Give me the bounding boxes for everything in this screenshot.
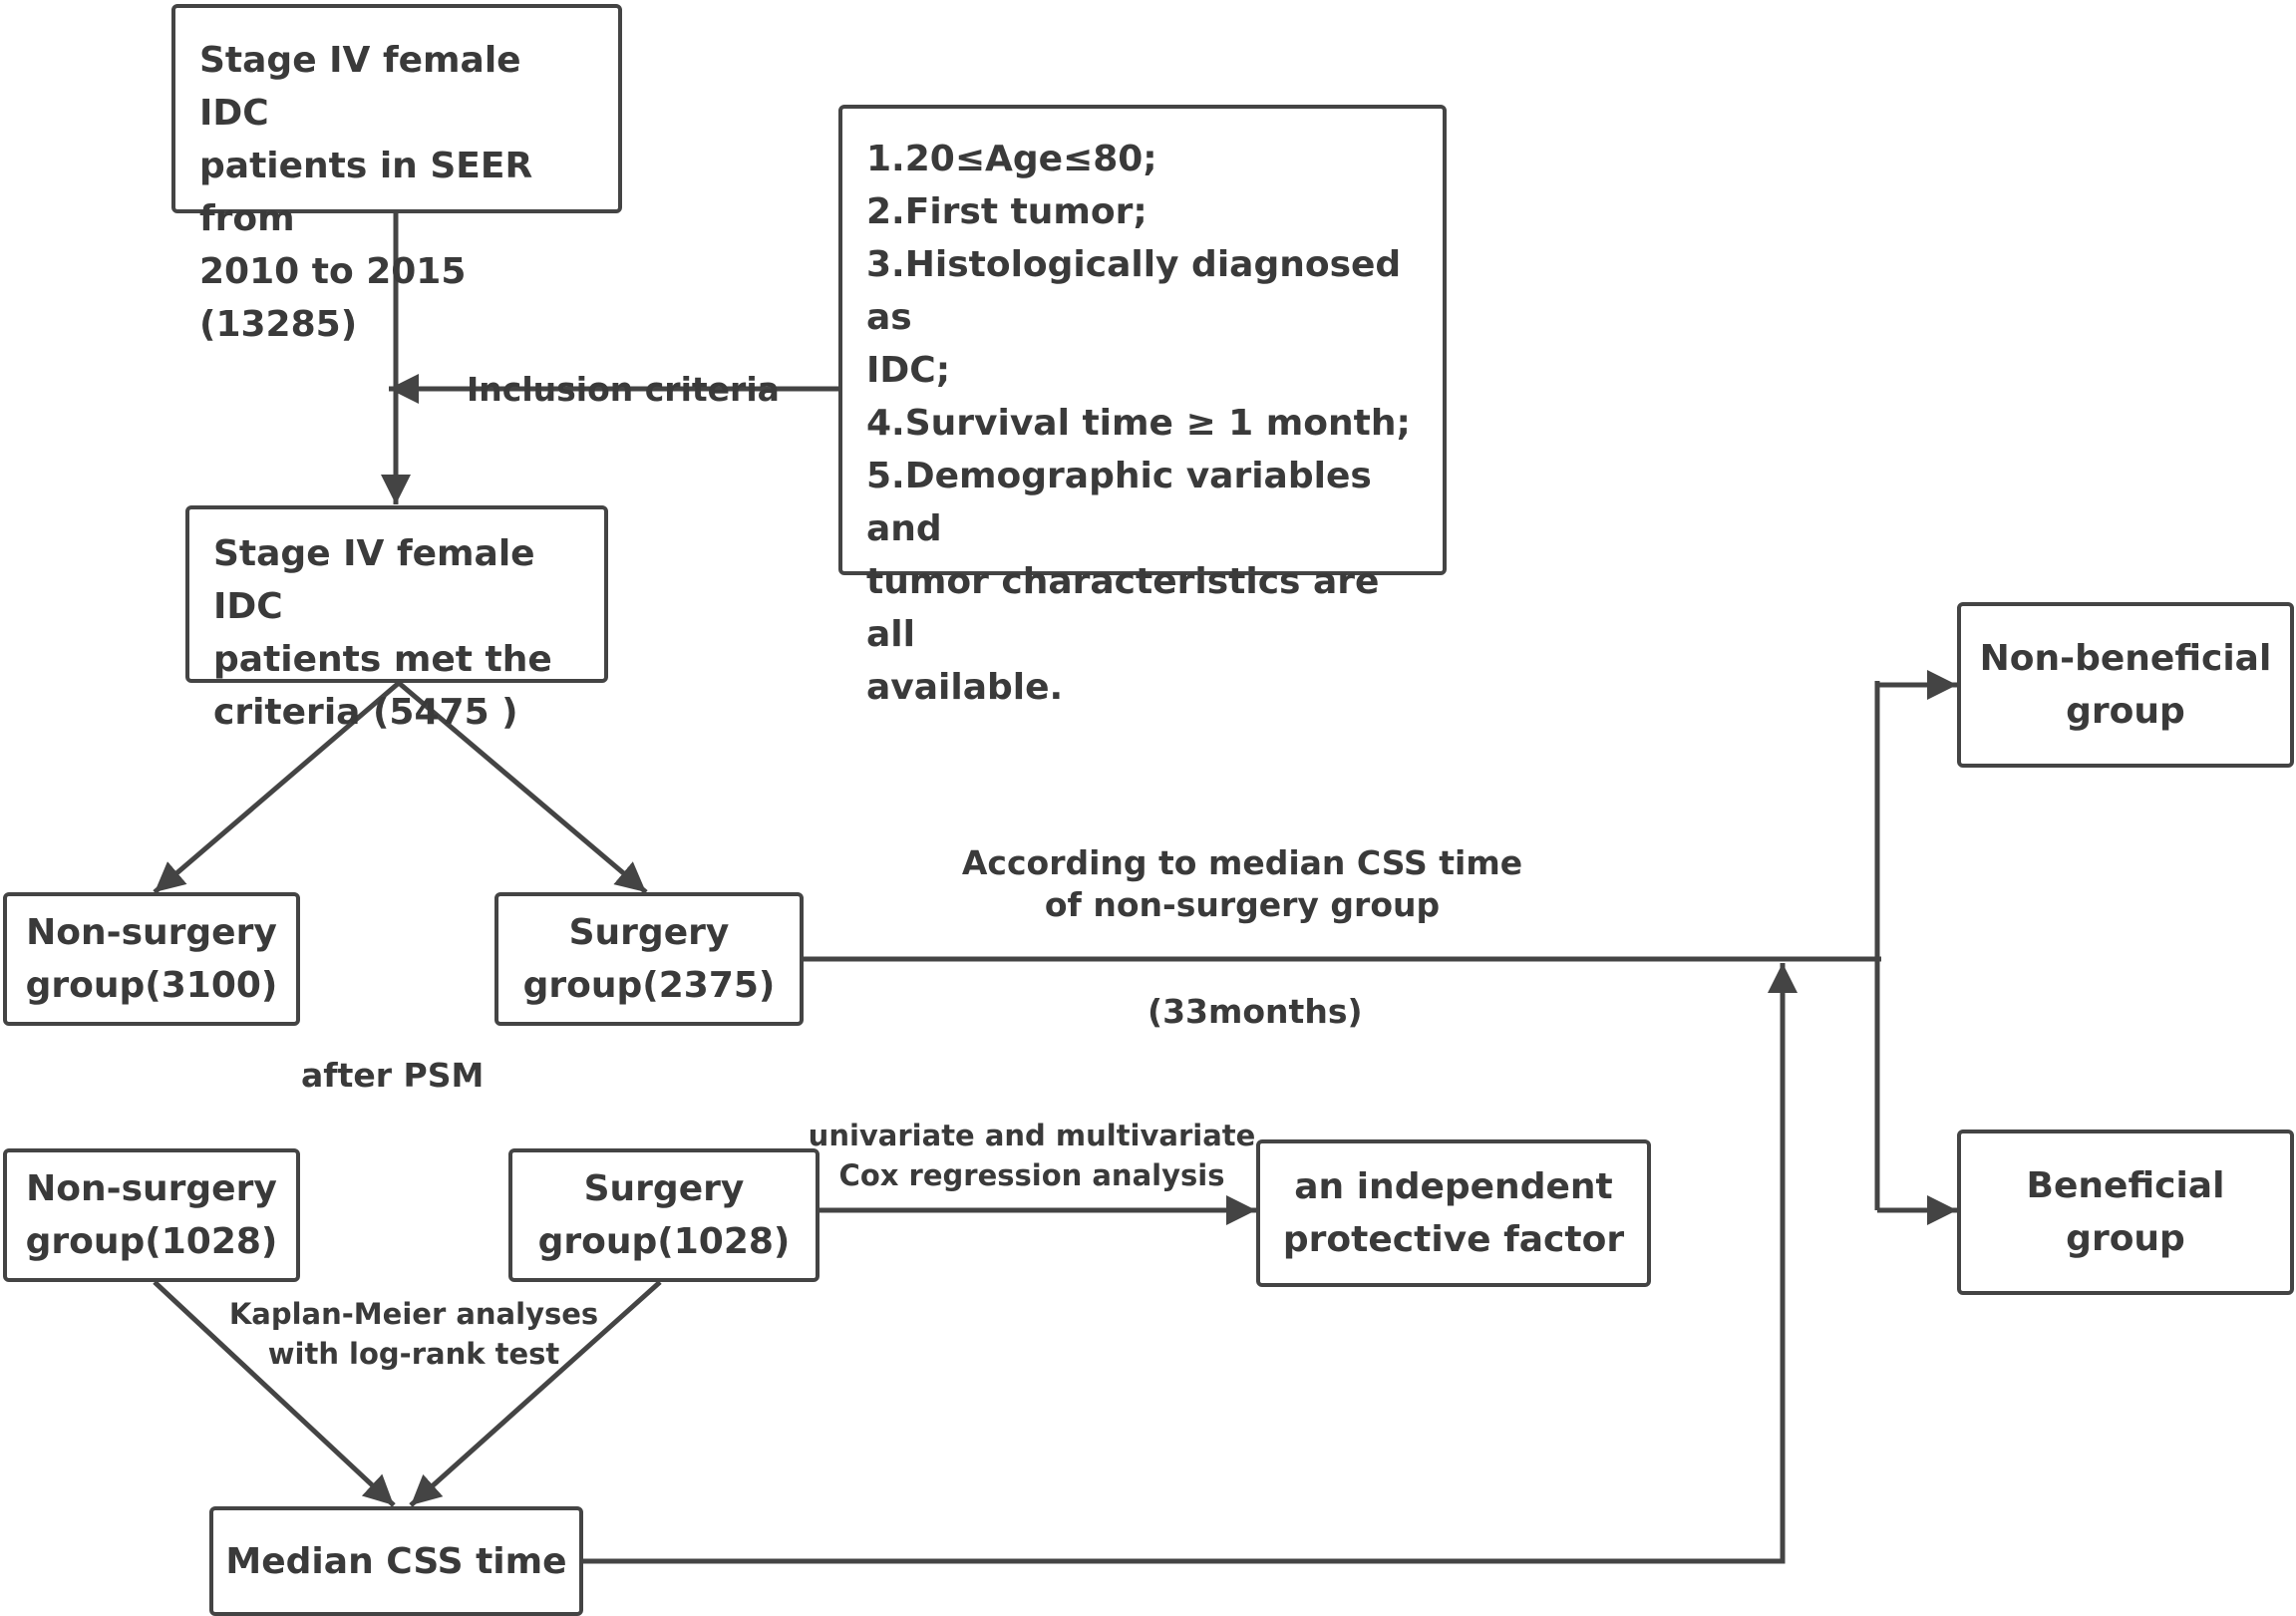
criteria-line-2: 2.First tumor; (866, 191, 1148, 232)
beneficial-line-2: group (2066, 1218, 2185, 1259)
beneficial-line-1: Beneficial (2026, 1165, 2225, 1206)
according-line-2: of non-surgery group (1044, 885, 1441, 924)
non-beneficial-group-box: Non-beneficial group (1957, 602, 2294, 768)
inclusion-criteria-label: Inclusion criteria (467, 370, 780, 409)
non-beneficial-text: Non-beneficial group (1980, 632, 2272, 738)
surgery-pre-text: Surgery group(2375) (523, 906, 776, 1012)
non-surgery-pre-line-1: Non-surgery (26, 912, 277, 953)
start-line-2: patients in SEER from (199, 146, 533, 239)
non-surgery-post-line-2: group(1028) (25, 1221, 278, 1262)
months-label: (33months) (1148, 992, 1363, 1031)
start-line-1: Stage IV female IDC (199, 40, 521, 134)
cox-line-2: Cox regression analysis (838, 1158, 1225, 1192)
surgery-group-pre-psm-box: Surgery group(2375) (494, 892, 804, 1026)
protective-text: an independent protective factor (1283, 1160, 1624, 1266)
arrow-met-to-surgery (397, 681, 648, 894)
non-surgery-group-post-psm-box: Non-surgery group(1028) (3, 1148, 300, 1282)
non-surgery-group-pre-psm-box: Non-surgery group(3100) (3, 892, 300, 1026)
start-line-3: 2010 to 2015 (13285) (199, 251, 467, 345)
km-line-2: with log-rank test (267, 1337, 560, 1371)
criteria-line-3: 3.Histologically diagnosed as (866, 244, 1402, 338)
start-population-box: Stage IV female IDC patients in SEER fro… (171, 4, 622, 345)
surgery-post-line-1: Surgery (583, 1168, 745, 1209)
met-line-2: patients met the (213, 639, 552, 680)
cox-regression-label: univariate and multivariate Cox regressi… (788, 1116, 1276, 1195)
arrow-median-to-split (583, 963, 1798, 1564)
criteria-line-6: 5.Demographic variables and (866, 456, 1372, 549)
criteria-line-5: 4.Survival time ≥ 1 month; (866, 403, 1411, 444)
according-to-median-label: According to median CSS time of non-surg… (939, 842, 1545, 926)
protective-line-1: an independent (1294, 1166, 1613, 1207)
km-line-1: Kaplan-Meier analyses (228, 1297, 599, 1331)
independent-protective-factor-box: an independent protective factor (1256, 1139, 1651, 1287)
non-surgery-pre-line-2: group(3100) (25, 965, 278, 1006)
criteria-line-7: tumor characteristics are all (866, 561, 1380, 655)
non-surgery-post-line-1: Non-surgery (26, 1168, 277, 1209)
met-line-3: criteria (5475 ) (213, 692, 518, 733)
median-css-time-box: Median CSS time (209, 1506, 583, 1616)
criteria-line-4: IDC; (866, 350, 951, 391)
beneficial-text: Beneficial group (2027, 1159, 2225, 1265)
met-criteria-box: Stage IV female IDC patients met the cri… (185, 505, 608, 733)
median-css-text: Median CSS time (225, 1540, 567, 1582)
criteria-line-1: 1.20≤Age≤80; (866, 139, 1157, 179)
kaplan-meier-label: Kaplan-Meier analyses with log-rank test (189, 1294, 638, 1374)
surgery-post-line-2: group(1028) (537, 1221, 791, 1262)
non-surgery-post-text: Non-surgery group(1028) (26, 1162, 278, 1268)
surgery-group-post-psm-box: Surgery group(1028) (508, 1148, 820, 1282)
non-beneficial-line-2: group (2066, 691, 2185, 732)
surgery-post-text: Surgery group(1028) (538, 1162, 791, 1268)
criteria-line-8: available. (866, 667, 1064, 708)
non-beneficial-line-1: Non-beneficial (1979, 638, 2272, 679)
arrow-surgery-to-median (409, 1280, 662, 1507)
according-line-1: According to median CSS time (961, 843, 1523, 882)
surgery-pre-line-1: Surgery (568, 912, 730, 953)
surgery-pre-line-2: group(2375) (522, 965, 776, 1006)
arrow-non-surgery-to-median (153, 1280, 396, 1507)
cox-line-1: univariate and multivariate (808, 1119, 1256, 1152)
met-line-1: Stage IV female IDC (213, 533, 535, 627)
after-psm-label: after PSM (301, 1056, 485, 1095)
inclusion-criteria-box: 1.20≤Age≤80; 2.First tumor; 3.Histologic… (838, 105, 1447, 708)
arrow-met-to-non-surgery (153, 681, 401, 894)
non-surgery-pre-text: Non-surgery group(3100) (26, 906, 278, 1012)
beneficial-group-box: Beneficial group (1957, 1130, 2294, 1295)
protective-line-2: protective factor (1282, 1219, 1625, 1260)
